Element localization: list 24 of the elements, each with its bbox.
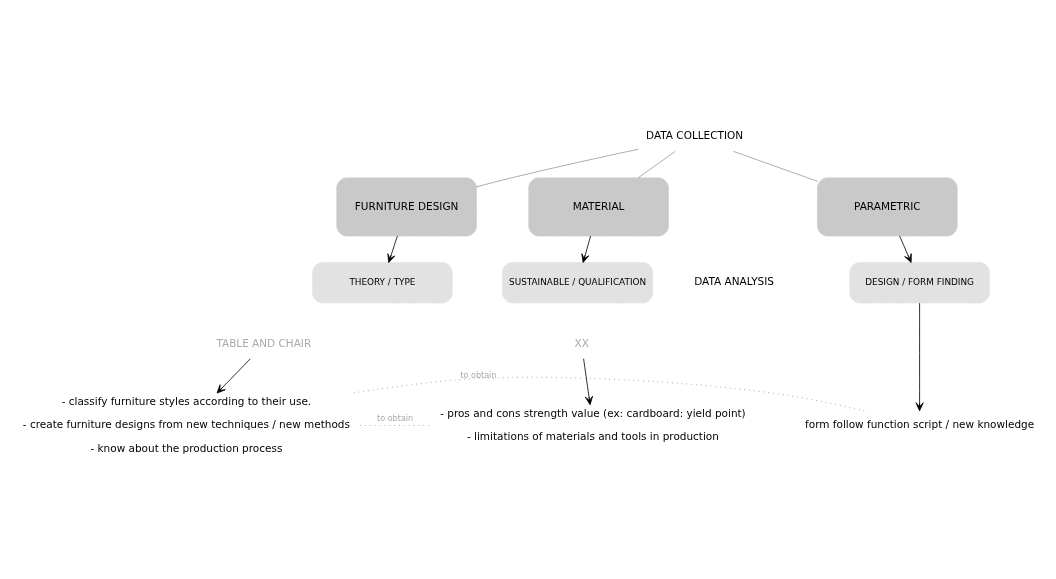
arrow bbox=[581, 235, 591, 263]
label: DATA ANALYSIS bbox=[694, 274, 774, 287]
connector bbox=[476, 148, 639, 187]
connector bbox=[637, 150, 676, 178]
node-box: FURNITURE DESIGN bbox=[336, 176, 477, 236]
arrow bbox=[899, 235, 912, 263]
node-text: - pros and cons strength value (ex: cardboard: yield point) - limitations of materials and tools in production bbox=[440, 406, 746, 442]
connector bbox=[732, 150, 818, 182]
node-box: PARAMETRIC bbox=[817, 176, 958, 236]
node-box: MATERIAL bbox=[528, 176, 669, 236]
arrow bbox=[216, 357, 251, 393]
arrow bbox=[915, 302, 924, 411]
node-box: THEORY / TYPE bbox=[312, 261, 453, 303]
node-text: DATA COLLECTION bbox=[646, 128, 744, 141]
node-box: SUSTAINABLE / QUALIFICATION bbox=[502, 261, 654, 303]
arrow bbox=[583, 357, 593, 405]
edge-label: to obtain bbox=[377, 413, 414, 423]
edge-label: to obtain bbox=[460, 370, 497, 380]
node-box: DESIGN / FORM FINDING bbox=[849, 261, 990, 303]
node-text: XX bbox=[574, 336, 589, 349]
arrow bbox=[387, 235, 398, 263]
node-text: form follow function script / new knowledge bbox=[805, 417, 1035, 430]
node-text: - classify furniture styles according to their use. - create furniture designs from new techniques / new methods - know about the production process bbox=[22, 394, 350, 454]
node-text: TABLE AND CHAIR bbox=[216, 336, 312, 349]
